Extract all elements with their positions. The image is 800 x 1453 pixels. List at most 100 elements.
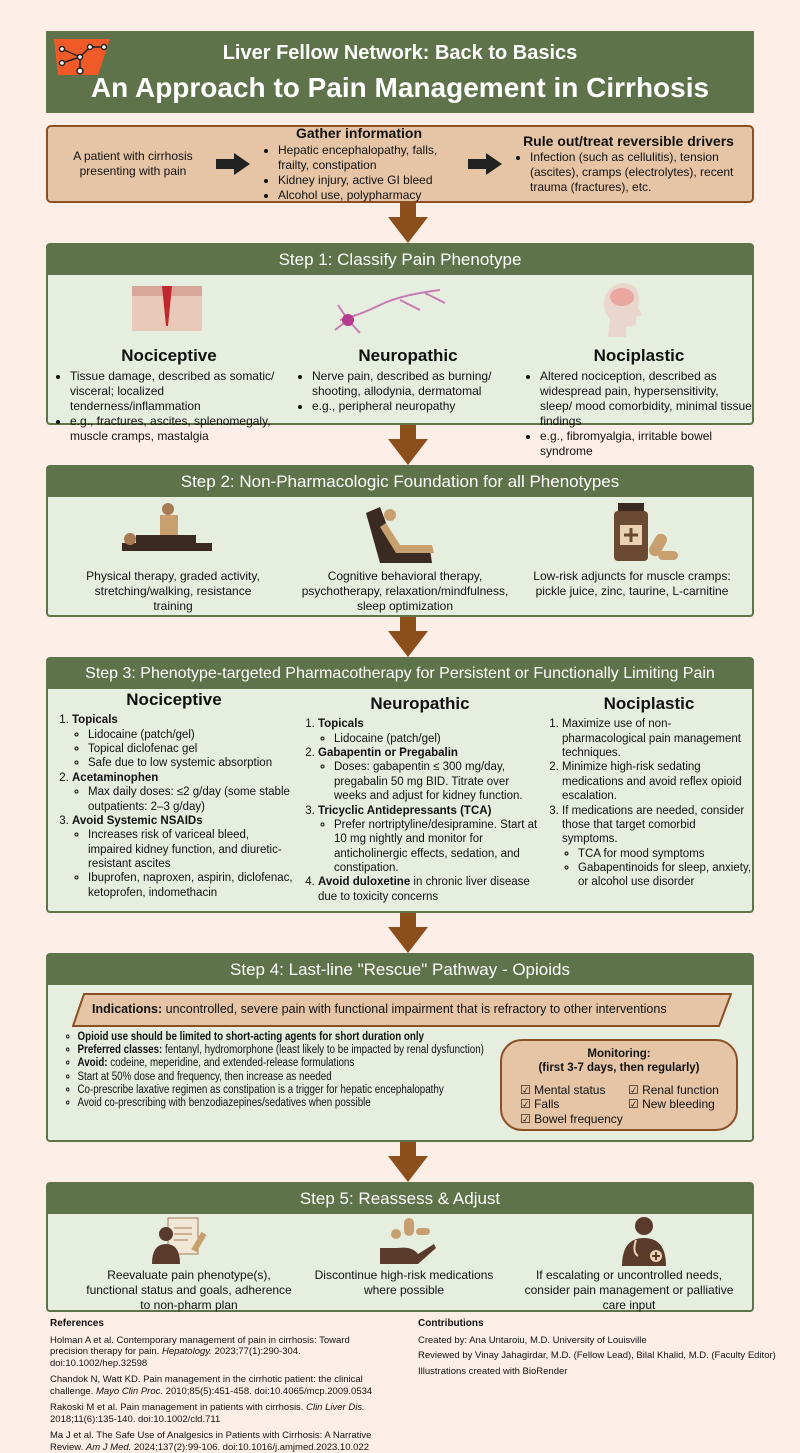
guidance: codeine, meperidine, and extended-releas… (107, 1057, 355, 1070)
arrow-down-icon (388, 617, 428, 657)
drug-class: Topicals (72, 714, 118, 727)
guidance: Opioid use should be limited to short-ac… (77, 1031, 424, 1043)
monitor-item: Mental status (534, 1083, 606, 1097)
guidance: Start at 50% dose and frequency, then in… (78, 1071, 512, 1084)
drug-class: Acetaminophen (72, 771, 159, 784)
step5-title: Step 5: Reassess & Adjust (48, 1184, 752, 1214)
step5-section: Step 5: Reassess & Adjust Reevaluate pai… (46, 1182, 754, 1312)
banner-shape (72, 993, 732, 1027)
guidance: Co-prescribe laxative regimen as constip… (78, 1084, 512, 1097)
guidance: fentanyl, hydromorphone (least likely to… (162, 1044, 484, 1057)
reference-item: Rakoski M et al. Pain management in pati… (50, 1401, 365, 1425)
reference-item: Chandok N, Watt KD. Pain management in t… (50, 1374, 373, 1397)
contribution-item: Illustrations created with BioRender (418, 1366, 568, 1378)
intro-box: A patient with cirrhosis presenting with… (46, 125, 754, 203)
step2-section: Step 2: Non-Pharmacologic Foundation for… (46, 465, 754, 617)
drug-class: Avoid duloxetine (318, 876, 411, 889)
detail: If medications are needed, consider thos… (562, 804, 745, 846)
detail: Gabapentinoids for sleep, anxiety, or al… (578, 861, 754, 890)
supplements-icon (614, 503, 678, 561)
step5-item: Discontinue high-risk medications where … (314, 1268, 494, 1297)
phenotype-item: e.g., fractures, ascites, splenomegaly, … (70, 414, 282, 444)
indications-label: Indications: (92, 1002, 163, 1016)
column-title: Nociceptive (126, 690, 222, 709)
drug-class: Topicals (318, 718, 364, 731)
phenotype-item: Altered nociception, described as widesp… (540, 369, 752, 429)
monitor-item: Renal function (642, 1083, 719, 1097)
monitoring-box: Monitoring: (first 3-7 days, then regula… (500, 1039, 738, 1131)
drug-class: Tricyclic Antidepressants (TCA) (318, 804, 492, 817)
gather-info: Gather information Hepatic encephalopath… (264, 125, 454, 203)
indications-text: uncontrolled, severe pain with functiona… (162, 1002, 667, 1016)
step4-title: Step 4: Last-line "Rescue" Pathway - Opi… (48, 955, 752, 985)
detail: TCA for mood symptoms (578, 847, 754, 861)
step5-item: Reevaluate pain phenotype(s), functional… (86, 1268, 292, 1312)
pharm-nociplastic: Nociplastic Maximize use of non-pharmaco… (544, 693, 754, 890)
monitoring-title: Monitoring: (587, 1048, 651, 1060)
monitor-item: Bowel frequency (534, 1111, 623, 1126)
clinician-clipboard-icon (152, 1217, 207, 1264)
detail: Maximize use of non-pharmacological pain… (562, 717, 754, 760)
contributions: Contributions Created by: Ana Untaroiu, … (418, 1318, 776, 1378)
guidance-label: Preferred classes: (77, 1044, 163, 1057)
arrow-down-icon (388, 425, 428, 465)
step3-section: Step 3: Phenotype-targeted Pharmacothera… (46, 657, 754, 913)
gather-title: Gather information (295, 125, 422, 142)
phenotype-nociplastic: NociplasticAltered nociception, describe… (526, 345, 752, 459)
contribution-item: Reviewed by Vinay Jahagirdar, M.D. (Fell… (418, 1350, 776, 1362)
step2-item: Low-risk adjuncts for muscle cramps: pic… (533, 569, 731, 598)
contributions-title: Contributions (418, 1318, 484, 1329)
gather-item: Alcohol use, polypharmacy (278, 188, 454, 203)
detail: in chronic liver disease due to toxicity… (318, 876, 530, 903)
phenotype-name: Nociplastic (593, 346, 685, 365)
phenotype-name: Neuropathic (358, 346, 458, 365)
detail: Minimize high-risk sedating medications … (562, 760, 754, 803)
header-subtitle: Liver Fellow Network: Back to Basics (222, 42, 578, 64)
arrow-right-icon (216, 153, 250, 175)
phenotype-nociceptive: NociceptiveTissue damage, described as s… (56, 345, 282, 444)
pharm-nociceptive: Nociceptive TopicalsLidocaine (patch/gel… (54, 689, 294, 900)
gather-item: Kidney injury, active GI bleed (278, 173, 454, 188)
liver-logo-icon (54, 39, 110, 75)
therapy-chair-icon (366, 507, 434, 563)
physical-therapy-icon (122, 503, 212, 551)
detail: Lidocaine (patch/gel) (88, 728, 294, 742)
arrow-down-icon (388, 913, 428, 953)
rule-item: Infection (such as cellulitis), tension … (530, 150, 741, 195)
phenotype-item: Tissue damage, described as somatic/ vis… (70, 369, 282, 414)
drug-class: Avoid Systemic NSAIDs (72, 814, 203, 827)
reference-item: Ma J et al. The Safe Use of Analgesics i… (50, 1429, 372, 1453)
phenotype-item: e.g., fibromyalgia, irritable bowel synd… (540, 429, 752, 459)
step2-title: Step 2: Non-Pharmacologic Foundation for… (48, 467, 752, 497)
guidance: Avoid co-prescribing with benzodiazepine… (78, 1097, 512, 1110)
step4-section: Step 4: Last-line "Rescue" Pathway - Opi… (46, 953, 754, 1142)
step3-title: Step 3: Phenotype-targeted Pharmacothera… (48, 659, 752, 689)
rule-out: Rule out/treat reversible drivers Infect… (516, 133, 741, 196)
tissue-damage-icon (132, 286, 202, 331)
contribution-item: Created by: Ana Untaroiu, M.D. Universit… (418, 1334, 647, 1346)
detail: Ibuprofen, naproxen, aspirin, diclofenac… (88, 871, 294, 900)
monitoring-subtitle: (first 3-7 days, then regularly) (538, 1062, 700, 1075)
doctor-icon (622, 1217, 666, 1266)
references-title: References (50, 1318, 104, 1329)
hand-pills-icon (380, 1218, 436, 1264)
phenotype-name: Nociceptive (121, 346, 217, 365)
phenotype-item: Nerve pain, described as burning/ shooti… (312, 369, 518, 399)
patient-text: A patient with cirrhosis presenting with… (73, 149, 193, 178)
monitor-item: New bleeding (642, 1097, 715, 1112)
detail: Max daily doses: ≤2 g/day (some stable o… (88, 785, 294, 814)
column-title: Neuropathic (370, 694, 470, 713)
step2-item: Physical therapy, graded activity, stret… (86, 569, 260, 613)
detail: Safe due to low systemic absorption (88, 756, 294, 770)
arrow-down-icon (388, 203, 428, 243)
step1-title: Step 1: Classify Pain Phenotype (48, 245, 752, 275)
opioid-guidance-list: Opioid use should be limited to short-ac… (52, 1031, 511, 1110)
phenotype-item: e.g., peripheral neuropathy (312, 399, 518, 414)
detail: Topical diclofenac gel (88, 742, 294, 756)
reference-item: Holman A et al. Contemporary management … (50, 1334, 350, 1370)
detail: Doses: gabapentin ≤ 300 mg/day, pregabal… (334, 760, 540, 803)
arrow-down-icon (388, 1142, 428, 1182)
neuron-icon (334, 289, 446, 334)
indications-banner: Indications: uncontrolled, severe pain w… (72, 993, 732, 1027)
step5-item: If escalating or uncontrolled needs, con… (524, 1268, 734, 1312)
